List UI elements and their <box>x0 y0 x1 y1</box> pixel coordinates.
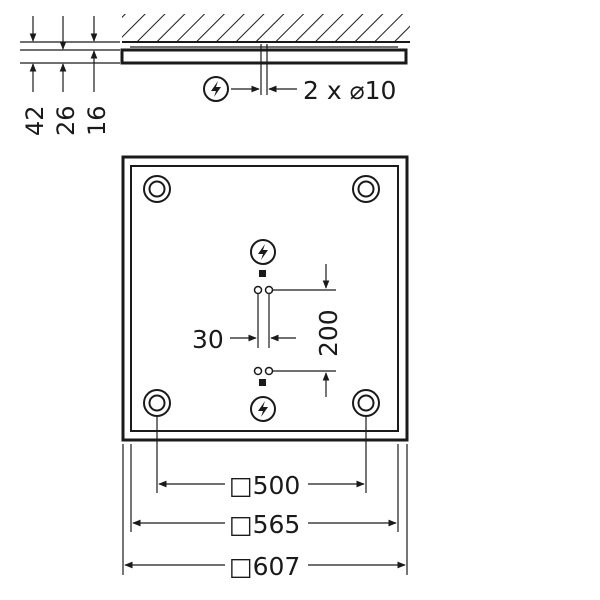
ceiling-hatch <box>122 14 410 42</box>
power-icon-top <box>250 239 276 265</box>
spacing-label-30: 30 <box>192 325 224 354</box>
overall-dimensions: □500 □565 □607 <box>122 416 408 581</box>
mount-hole-icon-bl <box>143 389 171 417</box>
holes-label: 2 x ⌀10 <box>303 76 396 105</box>
luminaire-side-body <box>120 48 408 65</box>
power-icon-bottom <box>250 396 276 422</box>
inner-panel <box>130 165 399 432</box>
cable-entry-hole <box>264 366 274 376</box>
mount-hole-icon-tl <box>143 175 171 203</box>
cable-entry-hole <box>264 285 274 295</box>
distance-label-200: 200 <box>314 309 343 357</box>
top-view: 30 200 <box>121 155 409 442</box>
height-label-42: 42 <box>21 105 49 136</box>
side-view: 42 26 16 2 x ⌀10 <box>20 14 410 136</box>
mount-hole-icon-tr <box>352 175 380 203</box>
cable-entry-hole <box>253 285 263 295</box>
dim-607-label: □607 <box>229 552 300 581</box>
cable-entry-hole <box>253 366 263 376</box>
dim-500-label: □500 <box>229 471 300 500</box>
height-label-16: 16 <box>83 105 111 136</box>
power-icon-side <box>203 76 229 102</box>
height-label-26: 26 <box>52 105 80 136</box>
height-dimension-lines <box>20 16 120 92</box>
mount-hole-icon-br <box>352 389 380 417</box>
dim-565-label: □565 <box>229 510 300 539</box>
